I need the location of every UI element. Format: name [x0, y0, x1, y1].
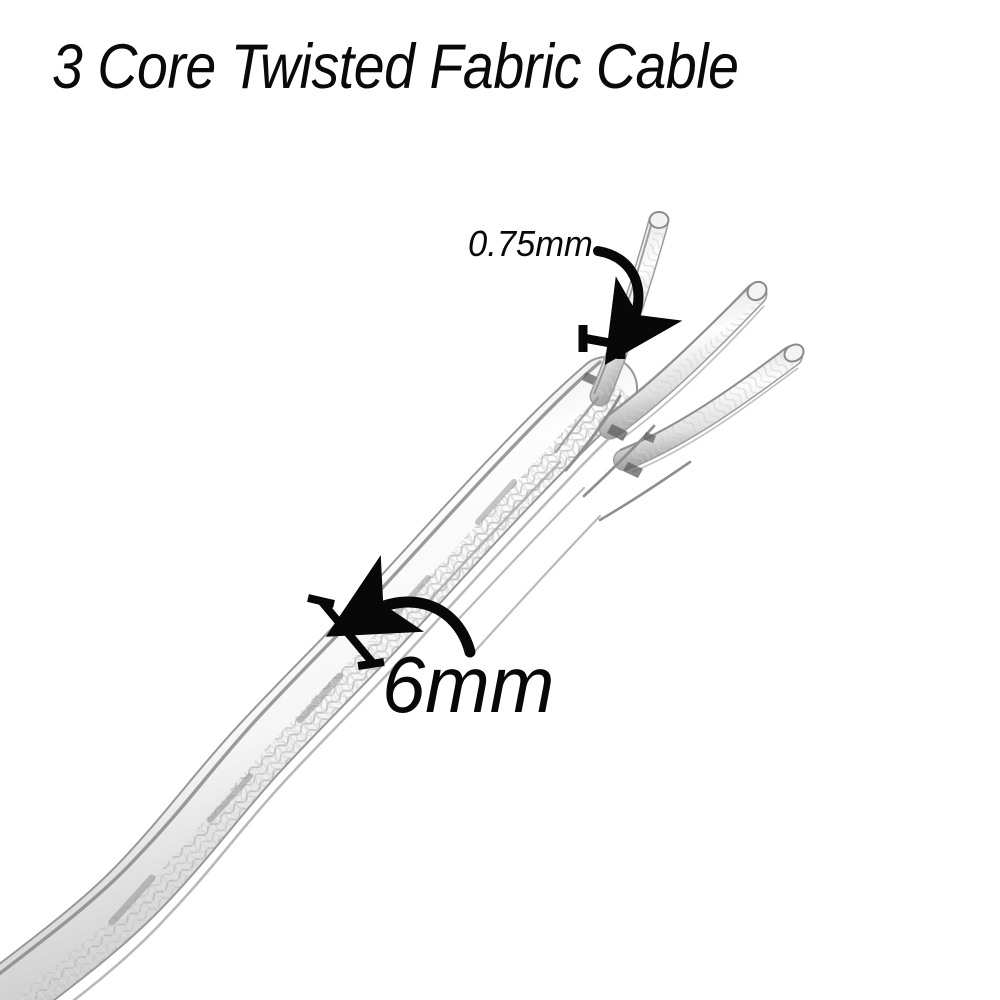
cable-strand-lines — [428, 460, 602, 652]
split-junction-shadows — [582, 372, 656, 478]
page-title: 3 Core Twisted Fabric Cable — [52, 32, 739, 102]
core-dimension-label: 0.75mm — [468, 223, 593, 264]
cable-twist-shading — [108, 479, 517, 926]
cable-dimension-callout — [307, 555, 476, 670]
cable-dimension-label: 6mm — [382, 640, 555, 729]
cable-dimension-arrow — [325, 555, 476, 658]
cable-contour — [0, 360, 622, 1000]
core-strand-3 — [613, 343, 805, 473]
core-dimension-callout — [578, 246, 683, 365]
core-dimension-arrow — [593, 246, 683, 365]
sheath-split-flare — [554, 394, 692, 522]
cable-body-group — [0, 356, 638, 1000]
